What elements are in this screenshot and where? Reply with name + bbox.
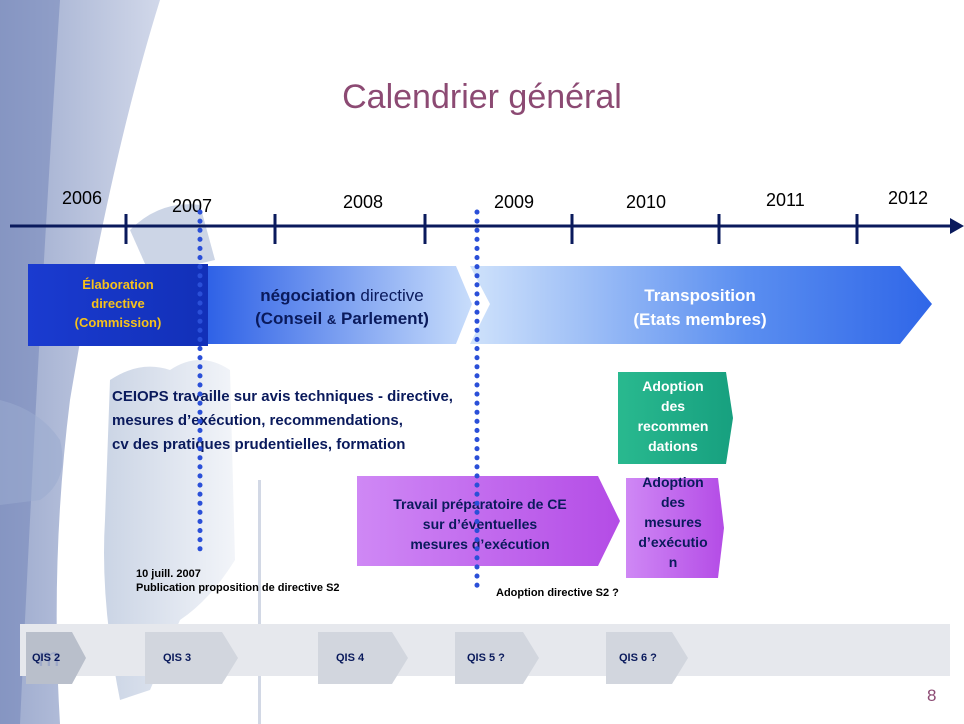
- logo-mark: m: [38, 642, 60, 672]
- travail-line1: Travail préparatoire de CE: [393, 496, 567, 512]
- adoption-mes-line5: n: [668, 554, 678, 570]
- negociation-conseil: (Conseil: [255, 309, 327, 328]
- qis-chevron-5: [455, 632, 539, 684]
- qis-chevron-4: [318, 632, 408, 684]
- travail-line3: mesures d’exécution: [410, 536, 550, 552]
- adoption-mesures-box: [626, 478, 724, 578]
- phase-arrows: [28, 264, 932, 346]
- transposition-arrow: [470, 266, 932, 344]
- year-label-2011: 2011: [766, 190, 805, 210]
- publication-date: 10 juill. 2007: [136, 568, 201, 580]
- adoption-rec-line4: dations: [648, 438, 698, 454]
- adoption-rec-line2: des: [660, 398, 686, 414]
- qis-label-5: QIS 5 ?: [467, 652, 505, 664]
- negociation-word: négociation: [260, 286, 356, 305]
- elaboration-line1: Élaboration: [82, 277, 154, 292]
- adoption-mes-line3: mesures: [644, 514, 702, 530]
- travail-label: Travail préparatoire de CE sur d’éventue…: [357, 494, 603, 554]
- timeline-axis: [10, 214, 964, 244]
- negociation-label: négociation directive (Conseil & Parleme…: [212, 284, 472, 331]
- ceiops-line2: mesures d’exécution, recommendations,: [112, 412, 403, 429]
- adoption-rec-line1: Adoption: [642, 378, 704, 394]
- bg-shoulder: [130, 204, 215, 275]
- travail-preparatoire-arrow: [357, 476, 620, 566]
- transposition-label: Transposition (Etats membres): [560, 284, 840, 332]
- slide-title: Calendrier général: [342, 78, 622, 116]
- year-label-2010: 2010: [626, 192, 667, 212]
- elaboration-line3: (Commission): [74, 315, 162, 330]
- adoption-recommendations-box: [618, 372, 733, 464]
- negociation-directive: directive: [355, 286, 424, 305]
- elaboration-line2: directive: [91, 296, 145, 311]
- qis-chevron-6: [606, 632, 688, 684]
- travail-line2: sur d’éventuelles: [422, 516, 538, 532]
- bg-pole: [258, 480, 261, 724]
- bg-sweep-light: [0, 0, 60, 724]
- qis-chevron-2: [26, 632, 86, 684]
- page-number: 8: [927, 686, 937, 705]
- qis-label-3: QIS 3: [163, 652, 192, 664]
- ceiops-line3: cv des pratiques prudentielles, formatio…: [112, 436, 406, 453]
- bg-figure: [104, 360, 235, 700]
- adoption-directive-note: Adoption directive S2 ?: [496, 587, 619, 599]
- negociation-arrow: [200, 266, 472, 344]
- year-label-2008: 2008: [343, 192, 384, 212]
- bg-left-rock: [0, 400, 63, 505]
- adoption-mes-line4: d’exécutio: [638, 534, 708, 550]
- adoption-mesures-label: Adoption des mesures d’exécutio n: [618, 472, 728, 572]
- publication-text: Publication proposition de directive S2: [136, 582, 340, 594]
- adoption-mes-line2: des: [660, 494, 686, 510]
- ceiops-text: CEIOPS travaille sur avis techniques - d…: [112, 385, 453, 457]
- transposition-line2: (Etats membres): [633, 310, 767, 329]
- year-label-2012: 2012: [888, 188, 929, 208]
- adoption-recommendations-label: Adoption des recommen dations: [618, 376, 728, 456]
- elaboration-box: [28, 264, 208, 346]
- adoption-rec-line3: recommen: [637, 418, 709, 434]
- qis-label-4: QIS 4: [336, 652, 365, 664]
- year-label-2009: 2009: [494, 192, 535, 212]
- ceiops-line1: CEIOPS travaille sur avis techniques - d…: [112, 388, 453, 405]
- negociation-line2: (Conseil & Parlement): [212, 307, 472, 331]
- year-label-2006: 2006: [62, 188, 103, 208]
- qis-chevron-3: [145, 632, 238, 684]
- transposition-line1: Transposition: [644, 286, 756, 305]
- adoption-mes-line1: Adoption: [642, 474, 704, 490]
- negociation-parlement: Parlement): [336, 309, 429, 328]
- negociation-ampersand: &: [326, 312, 337, 327]
- timeline-arrowhead: [950, 218, 964, 234]
- elaboration-label: Élaboration directive (Commission): [28, 275, 208, 332]
- qis-label-6: QIS 6 ?: [619, 652, 657, 664]
- qis-label-2: QIS 2: [32, 652, 61, 664]
- negociation-line1: négociation directive: [212, 284, 472, 307]
- publication-note: 10 juill. 2007 Publication proposition d…: [136, 567, 340, 595]
